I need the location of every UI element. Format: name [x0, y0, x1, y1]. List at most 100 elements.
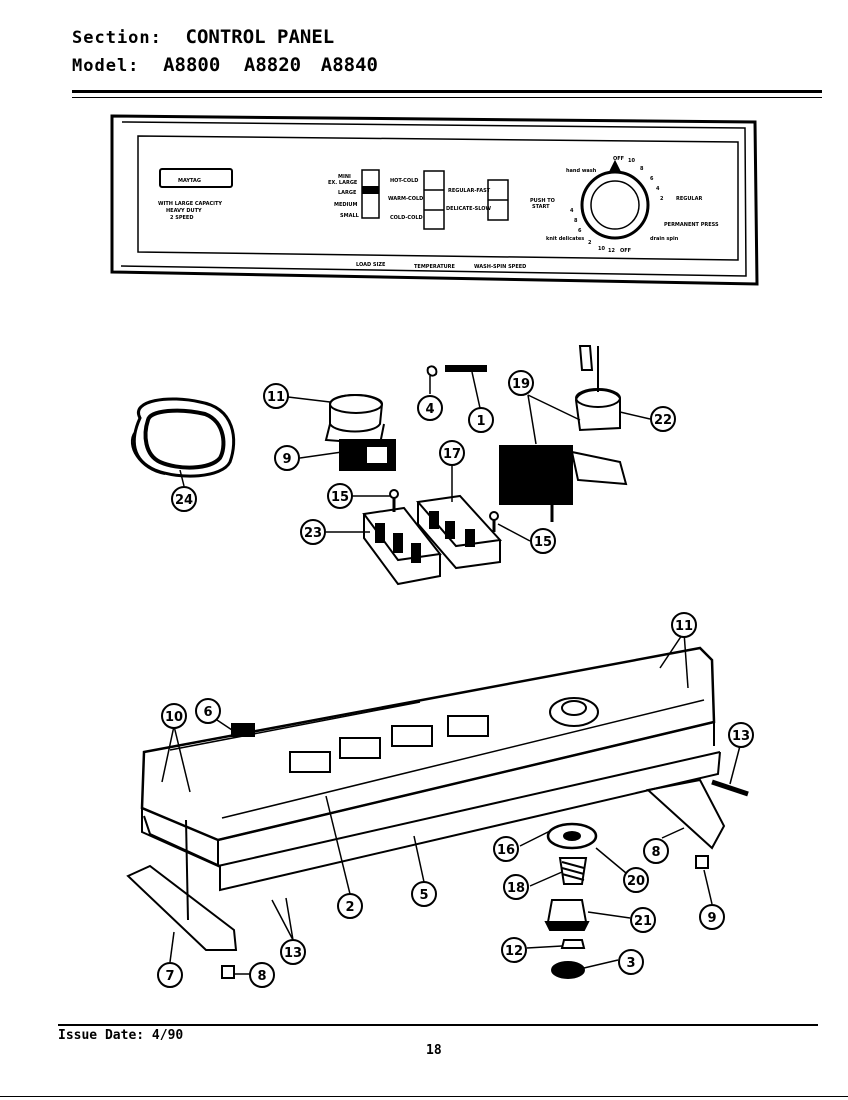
load-size-option: MINI: [338, 174, 351, 180]
page-number: 18: [426, 1043, 442, 1058]
dial-number: OFF: [620, 248, 631, 254]
callout-number: 6: [203, 705, 212, 720]
dial-number: 10: [598, 246, 605, 252]
callout-number: 21: [634, 914, 652, 929]
timer-assembly: [499, 345, 628, 522]
callout-number: 22: [654, 413, 672, 428]
panel-section-label: TEMPERATURE: [414, 264, 456, 270]
timer-cycle-label: drain spin: [650, 236, 679, 242]
knob-assembly: [544, 822, 598, 979]
callout-number: 10: [165, 710, 183, 725]
panel-section-label: WASH-SPIN SPEED: [474, 264, 526, 270]
control-panel-console: [110, 114, 759, 286]
clip: [221, 965, 235, 979]
wire-harness: [130, 397, 236, 478]
callout-number: 11: [675, 619, 693, 634]
temperature-option: COLD-COLD: [390, 215, 423, 221]
callout-number: 8: [651, 845, 660, 860]
dial-number: 4: [570, 208, 574, 214]
header-rule-thin: [72, 97, 822, 98]
pin: [445, 365, 487, 372]
model-label: Model:: [72, 56, 140, 76]
callout-number: 1: [476, 414, 485, 429]
dial-number: 6: [578, 228, 582, 234]
header-rule: [72, 90, 822, 93]
push-label: START: [532, 204, 550, 210]
timer-cycle-label: REGULAR: [676, 196, 702, 202]
timer-dial: [580, 170, 650, 240]
clip: [695, 855, 709, 869]
load-size-option: EX. LARGE: [328, 180, 358, 186]
model-header: Model: A8800 A8820 A8840: [72, 54, 378, 76]
callout-number: 18: [507, 881, 525, 896]
dial-number: 10: [628, 158, 635, 164]
panel-section-label: LOAD SIZE: [356, 262, 386, 268]
switch-block: [416, 494, 503, 570]
bottom-rule: [0, 1096, 848, 1097]
callout-number: 24: [175, 493, 193, 508]
callout-number: 15: [331, 490, 349, 505]
model-number: A8840: [320, 54, 378, 76]
callout-number: 11: [267, 390, 285, 405]
callout-circles: [157, 370, 754, 988]
dial-number: 4: [656, 186, 660, 192]
section-title: CONTROL PANEL: [185, 26, 335, 48]
temperature-option: HOT-COLD: [390, 178, 418, 184]
brand-logo: [159, 168, 233, 188]
callout-number: 2: [345, 900, 354, 915]
callout-number: 19: [512, 377, 530, 392]
dial-number: 2: [588, 240, 592, 246]
timer-cycle-label: hand wash: [566, 168, 597, 174]
speed-option: REGULAR-FAST: [448, 188, 491, 194]
callout-number: 9: [282, 452, 291, 467]
callout-number: 15: [534, 535, 552, 550]
callout-number: 5: [419, 888, 428, 903]
issue-date-value: 4/90: [151, 1028, 184, 1043]
dial-number: 6: [650, 176, 654, 182]
load-size-option: MEDIUM: [334, 202, 357, 208]
switch-assembly: [324, 394, 396, 471]
callout-number: 8: [257, 969, 266, 984]
issue-date-label: Issue Date:: [58, 1028, 145, 1043]
dial-number: 2: [660, 196, 664, 202]
timer-cycle-label: knit delicates: [546, 236, 584, 242]
screw: [489, 511, 499, 532]
callout-number: 13: [284, 946, 302, 961]
speed-option: DELICATE-SLOW: [446, 206, 492, 212]
dial-number: 12: [608, 248, 615, 254]
capacity-line: 2 SPEED: [170, 215, 193, 221]
callout-number: 23: [304, 526, 322, 541]
callout-number: 12: [505, 944, 523, 959]
switch-block: [362, 506, 442, 586]
spring: [231, 723, 255, 737]
leader-lines: [161, 371, 742, 975]
load-size-option: LARGE: [338, 190, 357, 196]
bolt: [711, 779, 749, 797]
callout-number: 16: [497, 843, 515, 858]
dial-number: 8: [640, 166, 644, 172]
section-header: Section: CONTROL PANEL: [72, 26, 334, 48]
callout-number: 20: [627, 874, 645, 889]
dial-number: 8: [574, 218, 578, 224]
load-size-option: SMALL: [340, 213, 360, 219]
dial-number: OFF: [613, 156, 624, 162]
temperature-buttons: [423, 170, 445, 230]
footer-rule: [58, 1024, 818, 1026]
clip: [426, 365, 438, 377]
brand-label: MAYTAG: [178, 178, 201, 184]
bracket-right: [645, 778, 726, 850]
section-label: Section:: [72, 28, 162, 48]
capacity-line: HEAVY DUTY: [166, 208, 202, 214]
callout-number: 7: [165, 969, 174, 984]
bracket-left: [126, 819, 238, 951]
push-label: PUSH TO: [530, 198, 555, 204]
callout-number: 17: [443, 447, 461, 462]
callout-number: 13: [732, 729, 750, 744]
console-frame: [140, 646, 721, 892]
callout-number: 9: [707, 911, 716, 926]
capacity-line: WITH LARGE CAPACITY: [158, 201, 222, 207]
issue-date: Issue Date: 4/90: [58, 1028, 183, 1043]
callout-number: 3: [626, 956, 635, 971]
temperature-option: WARM-COLD: [388, 196, 423, 202]
